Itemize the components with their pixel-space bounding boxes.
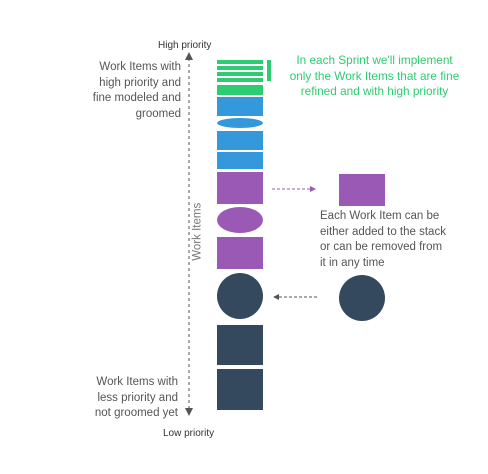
refined-item-ellipse (217, 118, 263, 128)
axis-arrow-up-icon (185, 52, 193, 60)
sprint-item-bar (217, 72, 263, 76)
sprint-item-bar (217, 60, 263, 64)
bottom-left-note-line: not groomed yet (94, 407, 178, 419)
sprint-item-bar (217, 66, 263, 70)
top-left-note-line: high priority and (99, 76, 181, 89)
sprint-note: In each Sprint we'll implement only the … (272, 53, 477, 100)
sprint-note-line: In each Sprint we'll implement (296, 53, 453, 67)
refined-item (217, 152, 263, 169)
sprint-note-line: refined and with high priority (300, 84, 449, 98)
bottom-left-note-line: Work Items with (96, 376, 178, 388)
sprint-item-bar (217, 85, 263, 95)
low-priority-label: Low priority (163, 428, 215, 439)
work-item-purple (217, 172, 263, 204)
work-item-purple-ellipse (217, 207, 263, 233)
work-item-dark (217, 369, 263, 410)
work-item-purple (217, 237, 263, 269)
top-left-note-line: fine modeled and (92, 92, 181, 104)
stack-info-note-line: Each Work Item can be (320, 210, 440, 222)
bottom-left-note: Work Items with less priority and not gr… (60, 375, 178, 422)
stack-info-note-line: either added to the stack (320, 225, 446, 238)
axis-arrow-down-icon (185, 408, 193, 416)
sprint-note-line: only the Work Items that are fine (289, 68, 460, 83)
sprint-bracket (267, 60, 271, 81)
top-left-note: Work Items with high priority and fine m… (60, 60, 181, 122)
stack-info-note: Each Work Item can be either added to th… (320, 209, 470, 271)
added-work-item (339, 275, 385, 321)
top-left-note-line: Work Items with (99, 61, 181, 73)
high-priority-label: High priority (158, 40, 212, 51)
stack-info-note-line: or can be removed from (320, 241, 443, 253)
work-item-dark-circle (217, 273, 263, 319)
top-left-note-line: groomed (135, 107, 181, 120)
removed-work-item (339, 174, 385, 206)
refined-item (217, 131, 263, 150)
stack-info-note-line: it in any time (320, 256, 385, 269)
sprint-item-bar (217, 78, 263, 82)
refined-item (217, 97, 263, 116)
work-item-dark (217, 325, 263, 365)
bottom-left-note-line: less priority and (97, 391, 178, 404)
